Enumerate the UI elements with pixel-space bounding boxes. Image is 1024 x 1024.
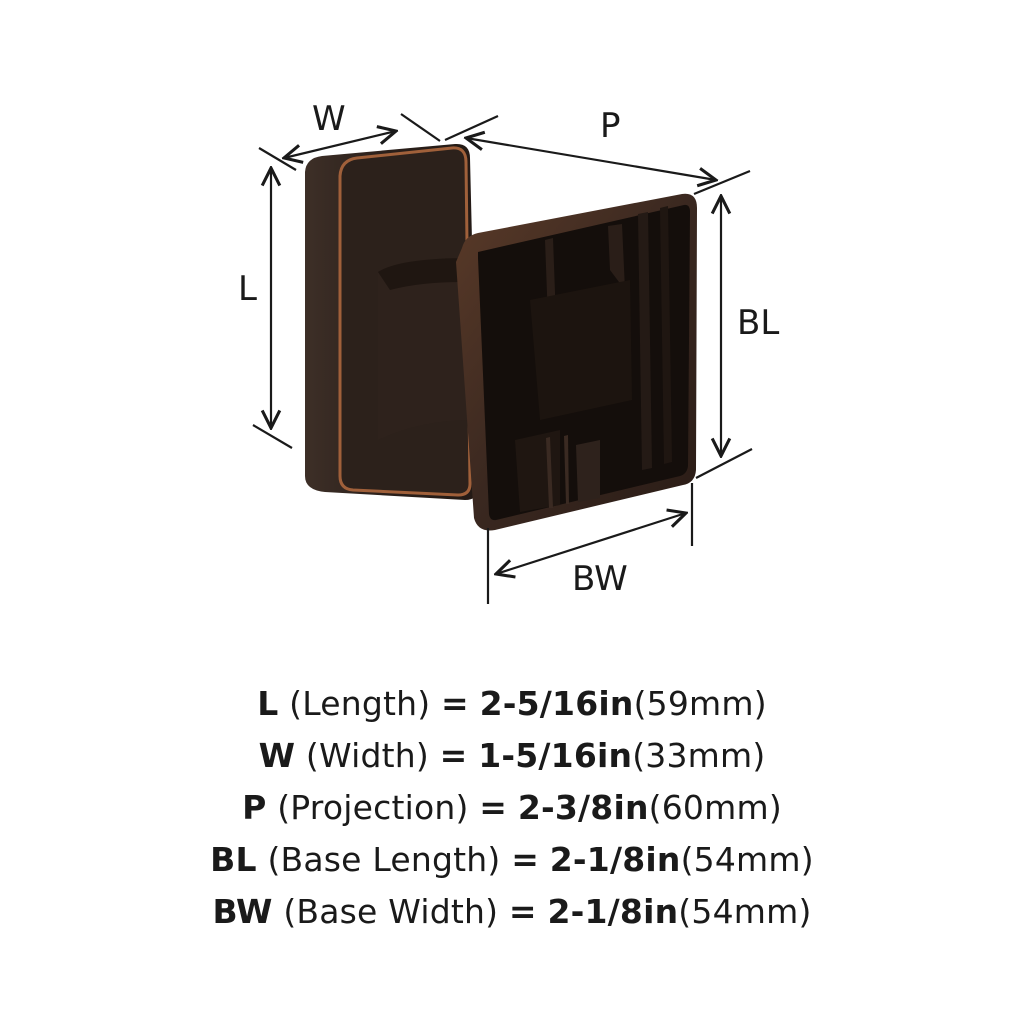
spec-row-length: L (Length) = 2-5/16in(59mm) [0, 678, 1024, 730]
spec-equals: = [511, 840, 540, 879]
dimension-w: W [258, 99, 441, 171]
label-bw: BW [572, 559, 628, 599]
spec-imperial: 2-5/16in [479, 684, 634, 723]
spec-equals: = [439, 736, 468, 775]
spec-key: W [258, 736, 296, 775]
spec-key: BW [212, 892, 273, 931]
spec-equals: = [508, 892, 537, 931]
spec-row-base-length: BL (Base Length) = 2-1/8in(54mm) [0, 834, 1024, 886]
knob-stem [378, 258, 470, 440]
dimension-bl: BL [695, 196, 779, 479]
label-p: P [600, 106, 621, 146]
spec-name: (Base Width) [283, 892, 499, 931]
spec-imperial: 1-5/16in [478, 736, 633, 775]
spec-row-projection: P (Projection) = 2-3/8in(60mm) [0, 782, 1024, 834]
spec-key: P [242, 788, 267, 827]
spec-equals: = [479, 788, 508, 827]
spec-key: L [257, 684, 279, 723]
label-bl: BL [737, 303, 779, 343]
dimension-bw: BW [486, 483, 694, 604]
knob-front-base [456, 193, 697, 531]
spec-imperial: 2-1/8in [549, 840, 681, 879]
spec-name: (Base Length) [267, 840, 501, 879]
spec-name: (Projection) [277, 788, 469, 827]
spec-row-width: W (Width) = 1-5/16in(33mm) [0, 730, 1024, 782]
spec-equals: = [441, 684, 469, 723]
spec-metric: (59mm) [633, 684, 767, 723]
spec-name: (Width) [305, 736, 429, 775]
spec-key: BL [210, 840, 257, 879]
dimension-p: P [444, 106, 751, 196]
spec-name: (Length) [289, 684, 431, 723]
spec-imperial: 2-3/8in [517, 788, 649, 827]
product-dimension-diagram: W P L BL BW [238, 99, 779, 604]
spec-metric: (33mm) [632, 736, 766, 775]
label-l: L [238, 269, 257, 309]
dimension-spec-list: L (Length) = 2-5/16in(59mm) W (Width) = … [0, 678, 1024, 938]
spec-metric: (54mm) [680, 840, 814, 879]
spec-metric: (54mm) [678, 892, 812, 931]
spec-metric: (60mm) [648, 788, 782, 827]
label-w: W [312, 99, 346, 139]
dimension-l: L [238, 168, 293, 449]
spec-row-base-width: BW (Base Width) = 2-1/8in(54mm) [0, 886, 1024, 938]
spec-imperial: 2-1/8in [547, 892, 679, 931]
